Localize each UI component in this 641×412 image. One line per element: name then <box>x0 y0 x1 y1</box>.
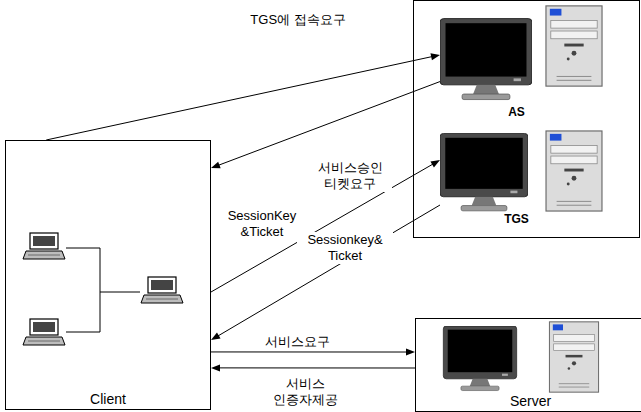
edge-label: Sessionkey& Ticket <box>297 232 393 264</box>
edge-label: 서비스요구 <box>252 334 342 350</box>
connector-line <box>218 205 440 336</box>
connector-line <box>219 367 415 368</box>
arrow-head <box>211 332 221 340</box>
pc-icon <box>23 233 65 259</box>
edge-label: TGS에 접속요구 <box>228 12 368 28</box>
monitor-icon <box>440 133 528 210</box>
node-label: TGS <box>440 212 593 226</box>
lan-wire <box>100 292 140 293</box>
node-label: Server <box>416 393 641 409</box>
auth-server: AS <box>440 5 593 121</box>
connector-arrow <box>211 205 440 340</box>
monitor-icon <box>440 19 532 100</box>
edge-label: SessionKey &Ticket <box>217 208 307 240</box>
connector-line <box>46 57 432 140</box>
connector-line <box>211 351 407 352</box>
lan-wire <box>66 248 100 332</box>
client-box: Client <box>5 140 211 410</box>
pc-icon <box>141 277 183 303</box>
connector-line <box>218 82 440 166</box>
edge-label: 서비스 인증자제공 <box>260 376 350 408</box>
arrow-head <box>211 364 220 371</box>
server-box: Server <box>415 318 641 412</box>
connector-arrow <box>211 82 440 169</box>
lan-wires <box>66 248 140 332</box>
edge-label: 서비스승인 티켓요구 <box>308 160 392 192</box>
connector-arrow <box>46 53 440 140</box>
tower-icon <box>546 6 602 86</box>
node-label: AS <box>440 105 593 119</box>
tower-icon <box>549 322 598 392</box>
server-group-frame <box>414 1 640 238</box>
arrow-head <box>430 160 440 168</box>
pc-icon <box>23 319 65 345</box>
monitor-icon <box>443 326 516 391</box>
arrow-head <box>406 349 415 356</box>
ticket-server: TGS <box>440 128 593 228</box>
arrow-head <box>211 162 221 169</box>
arrow-head <box>430 53 440 60</box>
tower-icon <box>546 131 602 211</box>
connector-arrow <box>211 364 415 371</box>
node-label: Client <box>6 391 210 407</box>
